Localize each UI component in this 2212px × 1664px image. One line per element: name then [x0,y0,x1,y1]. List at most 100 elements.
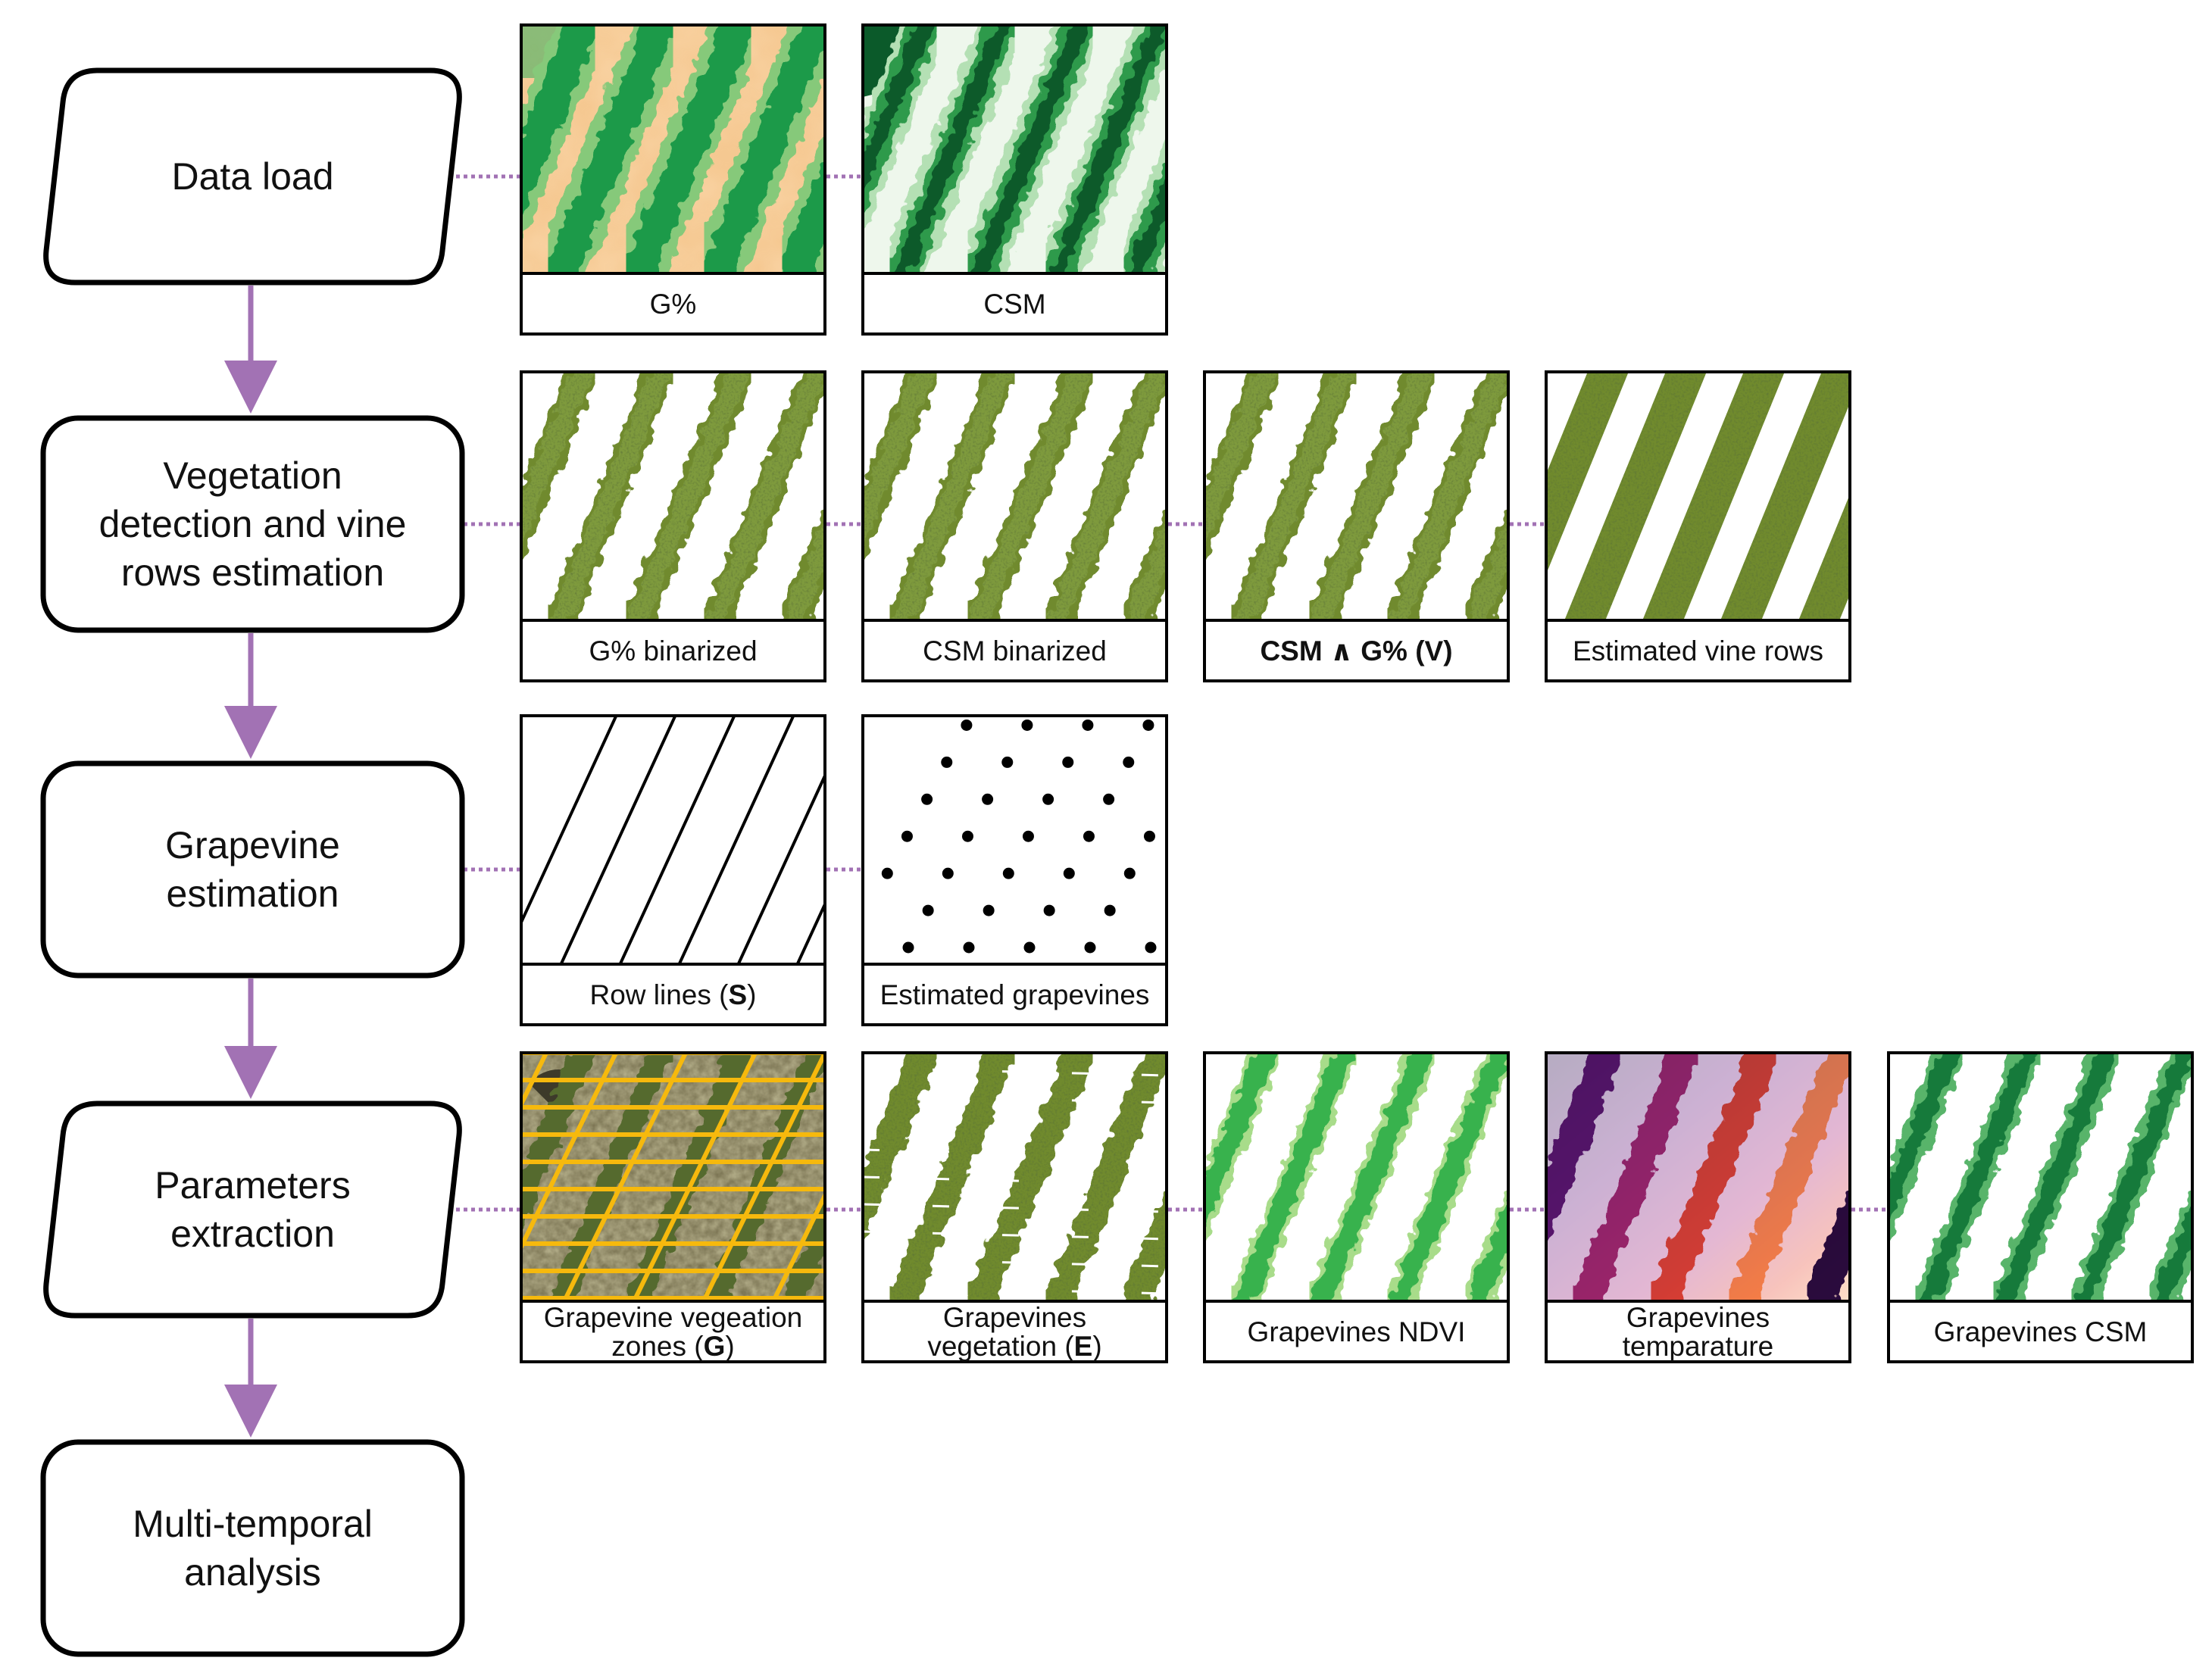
caption-segment: Grapevines CSM [1934,1316,2148,1347]
panel-caption: CSM ∧ G% (V) [1260,635,1452,667]
grapevine-dot [1063,867,1075,879]
vegetation-row [1310,372,1433,622]
panel-grapevines-csm: Grapevines CSM [1887,1051,2194,1363]
vegetation-row [863,25,933,198]
panel-image-segmented-vegetation-rows [863,1053,1166,1303]
step-label-line: Data load [171,155,333,198]
panel-caption: Estimated grapevines [880,979,1150,1010]
segment-cut [863,1257,1166,1268]
vegetation-row [885,1053,1019,1303]
panel-frame [861,1051,1168,1363]
caption-segment: temparature [1623,1331,1774,1362]
panel-csm-binarized: CSM binarized [861,370,1168,682]
panel-caption: zones (G) [611,1331,734,1362]
vegetation-row [1995,1053,2116,1303]
grapevine-dot [921,793,933,805]
panel-frame [861,370,1168,682]
caption-segment: CSM binarized [923,635,1107,667]
step-box-parallelogram [43,1100,462,1319]
grapevine-dot [1022,830,1034,842]
vegetation-row [1466,520,1507,622]
grapevine-dot [901,830,913,842]
panel-image-aerial-photo-with-yellow-zone-grid [521,1053,824,1303]
panel-image-green-ndvi-rows [1204,1053,1507,1303]
step-label-line: detection and vine [99,503,407,545]
step-label-line: Vegetation [163,454,342,497]
caption-segment: G% binarized [589,635,757,667]
vegetation-row [1891,357,2004,635]
vegetation-row [1208,10,1321,289]
step-box-rounded [40,415,465,633]
vegetation-row [863,372,936,551]
step-box-rounded [40,760,465,979]
panel-frame [1545,370,1851,682]
vegetation-row [548,372,672,622]
panel-frame [520,370,826,682]
segment-cut [863,1148,1166,1159]
segment-cut [863,1121,1166,1132]
step-box-parallelogram [43,67,462,286]
row-line [617,716,736,966]
caption-segment: Grapevines [943,1302,1086,1333]
panel-caption: temparature [1623,1331,1774,1362]
panel-row-lines: Row lines (S) [520,714,826,1026]
grapevine-dot [1043,904,1055,916]
grapevine-dot [881,867,893,879]
grapevine-dot [961,830,973,842]
panel-estimated-vine-rows: Estimated vine rows [1545,357,2004,682]
grapevine-dot [1042,793,1054,805]
vegetation-row [783,520,824,622]
panel-caption: Estimated vine rows [1573,635,1823,667]
panel-image-green-height-map [863,10,1321,289]
zone-grid [521,1053,824,1303]
step-label-line: Grapevine [165,824,340,866]
vegetation-row [1564,372,1707,622]
panel-frame [520,714,826,1026]
step-label-line: extraction [170,1213,335,1255]
vegetation-row [626,372,750,622]
row-line [736,773,824,966]
caption-segment: Grapevines [1626,1302,1770,1333]
panel-caption: CSM binarized [923,635,1107,667]
vegetation-row [970,25,1089,275]
row-line [676,716,795,966]
caption-segment: Estimated grapevines [880,979,1150,1010]
vegetation-row [521,372,594,551]
vegetation-row [1124,520,1166,622]
caption-segment: Row lines ( [589,979,729,1010]
vegetation-row [776,157,824,275]
segment-cut [863,1203,1166,1213]
vegetation-row [1119,1188,1166,1303]
grapevine-dot [922,904,934,916]
vegetation-row [1720,372,1849,622]
vegetation-row [1232,372,1355,622]
vegetation-row [963,1053,1097,1303]
step-label-line: Multi-temporal [133,1503,373,1545]
panel-frame [520,1051,826,1363]
vegetation-row [1204,1053,1277,1232]
panel-csm: CSM [861,10,1321,336]
vegetation-row [1208,10,1321,289]
grapevine-dot [983,904,995,916]
grapevine-dot [1023,941,1036,954]
connectors-layer [224,174,1887,1438]
panel-image-binarized-vegetation-rows [863,372,1166,622]
vegetation-row [620,25,757,275]
grapevine-dot [1062,756,1074,768]
grapevine-dot [1001,756,1014,768]
vegetation-row [2151,1205,2192,1303]
panel-g-percent-binarized: G% binarized [520,370,826,682]
row-line [795,902,824,966]
grapevine-dot [1103,793,1115,805]
caption-segment: ) [747,979,756,1010]
vegetation-row [1204,372,1277,551]
panel-image-straight-vegetation-rows [1546,357,2004,635]
panel-frame [1887,1051,2194,1363]
segment-cut [863,1066,1166,1077]
